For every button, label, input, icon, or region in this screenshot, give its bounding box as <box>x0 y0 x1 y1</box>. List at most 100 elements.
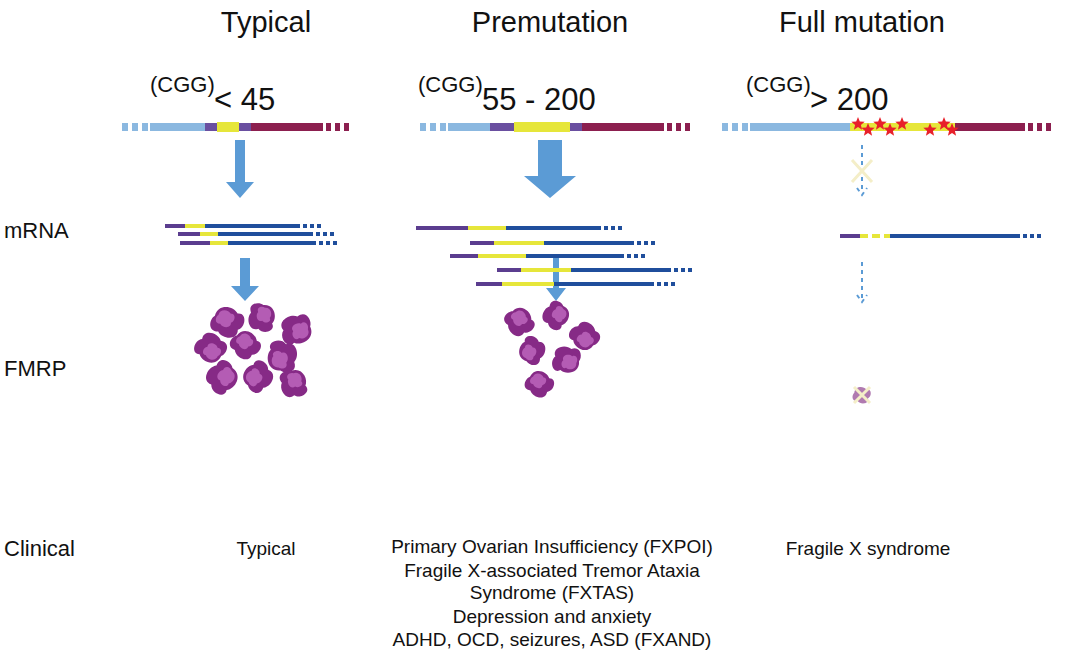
clinical-text: Primary Ovarian Insufficiency (FXPOI) <box>391 536 713 558</box>
fmrp-shape <box>246 300 278 334</box>
fmrp-proteins <box>191 298 604 404</box>
fmrp-highlight <box>528 372 547 391</box>
methylation-mark <box>895 117 908 130</box>
mrna-repeat <box>521 268 571 272</box>
mrna-repeat <box>478 254 526 258</box>
mrna-tail <box>637 241 655 245</box>
methylation-mark <box>945 123 958 136</box>
block-x <box>852 160 872 182</box>
mrna-repeat <box>502 282 554 286</box>
clinical-text: Fragile X-associated Tremor Ataxia Syndr… <box>367 560 737 604</box>
mrna-repeat <box>860 234 890 238</box>
clinical-text: Typical <box>236 538 295 560</box>
repeat-count: > 200 <box>810 82 888 118</box>
fmrp-highlight <box>521 344 538 362</box>
mrna-coding <box>544 241 634 245</box>
fmrp-highlight <box>550 304 569 323</box>
fmrp-highlight <box>214 364 237 388</box>
mrna-coding <box>554 282 654 286</box>
methylation-mark <box>883 123 896 136</box>
fmrp-highlight <box>574 329 596 350</box>
mrna-coding <box>506 226 601 230</box>
fmrp-shape <box>238 356 279 398</box>
fmrp-shape <box>201 355 244 399</box>
mrna-strands <box>165 226 1041 284</box>
column-heading: Premutation <box>472 6 628 39</box>
mrna-repeat <box>185 224 205 228</box>
fmrp-shape <box>226 326 265 364</box>
dna-premutation <box>420 122 690 132</box>
fmrp-highlight <box>270 349 289 370</box>
column-heading: Full mutation <box>779 6 945 39</box>
mrna-repeat <box>210 241 228 245</box>
fmrp-shape <box>539 298 573 333</box>
clinical-text: Depression and anxiety <box>453 606 652 628</box>
fmrp-shape <box>265 338 300 376</box>
fmrp-highlight <box>288 319 312 342</box>
clinical-text: Fragile X syndrome <box>786 538 951 560</box>
fmrp-protein <box>226 326 265 364</box>
mrna-utr <box>416 226 468 230</box>
row-label: FMRP <box>4 356 66 381</box>
fmrp-protein <box>201 355 244 399</box>
mrna-coding <box>218 232 313 236</box>
mrna-utr <box>476 282 502 286</box>
repeat-count: 55 - 200 <box>482 82 596 118</box>
fmrp-shape <box>499 302 539 342</box>
methylation-mark <box>923 123 936 136</box>
column-heading: Typical <box>221 6 311 39</box>
fmrp-highlight <box>215 309 236 328</box>
mrna-utr <box>178 232 200 236</box>
repeat-label: (CGG) <box>746 72 811 97</box>
mrna-coding <box>526 254 624 258</box>
mrna-repeat <box>494 241 544 245</box>
mrna-coding <box>890 234 1020 238</box>
dna-full-mutation <box>722 117 1051 136</box>
fmrp-shape <box>274 364 312 403</box>
mrna-repeat <box>468 226 506 230</box>
fmrp-protein <box>265 338 300 376</box>
mrna-tail <box>627 254 645 258</box>
mrna-repeat <box>200 232 218 236</box>
mrna-utr <box>450 254 478 258</box>
mrna-coding <box>571 268 671 272</box>
fmrp-protein <box>517 334 547 366</box>
dna-typical <box>122 122 349 132</box>
methylation-mark <box>861 123 874 136</box>
repeat-label: (CGG) <box>150 72 215 97</box>
mrna-tail <box>1023 234 1041 238</box>
fmrp-protein <box>549 344 583 376</box>
fmrp-highlight <box>255 305 273 324</box>
fmrp-protein <box>246 300 278 334</box>
mrna-tail <box>303 224 321 228</box>
row-label: Clinical <box>4 536 75 561</box>
mrna-tail <box>316 232 334 236</box>
fmrp-highlight <box>508 307 530 329</box>
fmrp-protein <box>522 367 557 401</box>
repeat-count: < 45 <box>214 82 275 118</box>
fmrp-highlight <box>560 353 579 371</box>
fmrp-absent <box>853 387 871 404</box>
mrna-coding <box>205 224 300 228</box>
mrna-utr <box>470 241 494 245</box>
fmrp-highlight <box>284 369 305 391</box>
mrna-tail <box>604 226 622 230</box>
repeat-label: (CGG) <box>418 72 483 97</box>
fmrp-shape <box>517 334 547 366</box>
mrna-utr <box>180 241 210 245</box>
row-label: mRNA <box>4 218 69 243</box>
fmrp-highlight <box>243 366 265 389</box>
mrna-utr <box>497 268 521 272</box>
mrna-tail <box>674 268 692 272</box>
fmrp-highlight <box>234 331 256 352</box>
mrna-utr <box>840 234 860 238</box>
fmrp-shape <box>549 344 583 376</box>
clinical-text: ADHD, OCD, seizures, ASD (FXAND) <box>393 629 712 651</box>
fmrp-protein <box>499 302 539 342</box>
mrna-utr <box>165 224 185 228</box>
fmrp-highlight <box>201 341 223 362</box>
fmrp-protein <box>274 364 312 403</box>
fmrp-shape <box>522 367 557 401</box>
mrna-tail <box>319 241 337 245</box>
